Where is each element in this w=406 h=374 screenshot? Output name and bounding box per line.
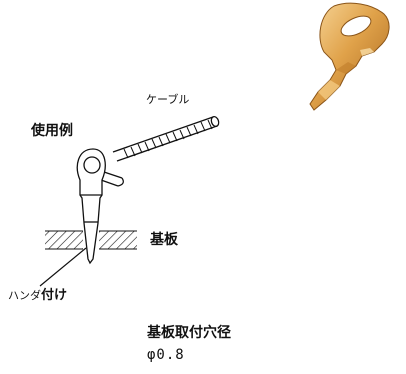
cable-label: ケーブル [146,93,190,106]
cable-illustration [83,115,220,187]
solder-label: ハンダ付け [8,289,67,302]
terminal-pin [76,148,106,265]
solder-label-suffix: 付け [41,288,68,303]
usage-example-title: 使用例 [31,123,73,139]
pcb-board [45,230,137,250]
board-label: 基板 [150,232,178,248]
brass-terminal-image [309,2,390,111]
hole-diameter-value: φ0.8 [147,347,185,363]
hole-diameter-title: 基板取付穴径 [147,325,231,341]
solder-leader-line [39,247,87,287]
solder-label-prefix: ハンダ [8,289,41,302]
